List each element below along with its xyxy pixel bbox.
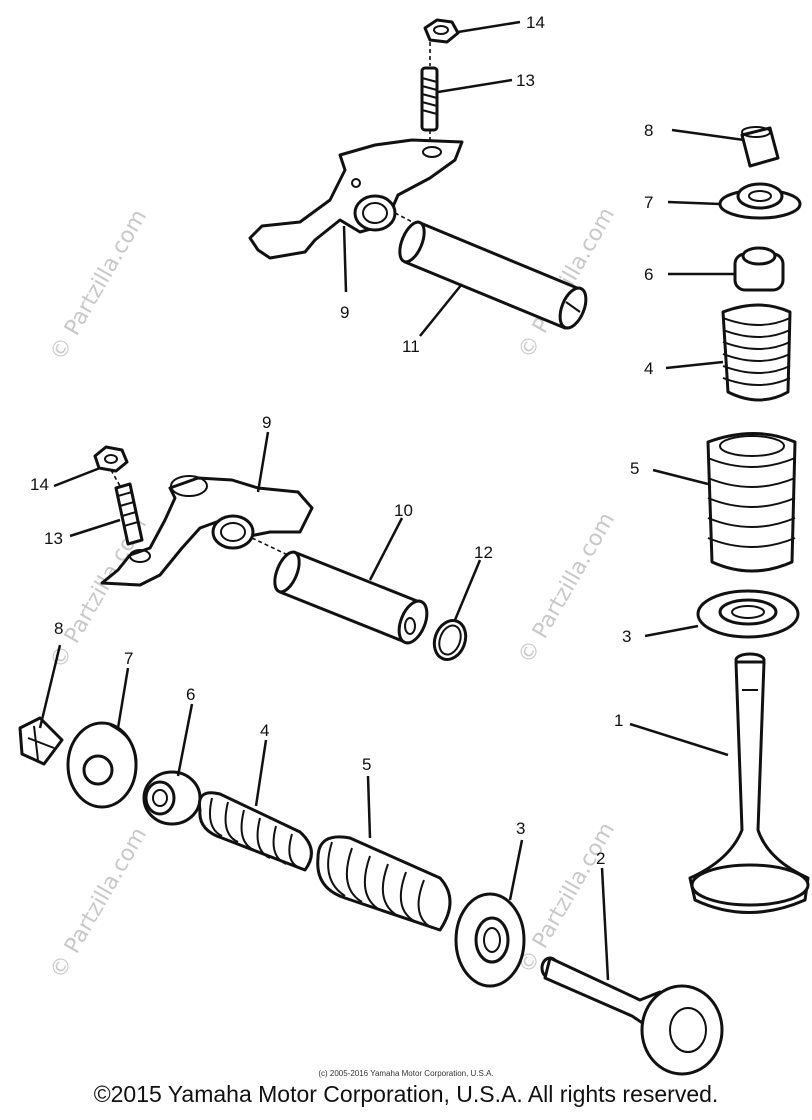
- outer-spring-upper: [706, 432, 797, 573]
- rocker-arm-lower: [100, 475, 314, 587]
- callout-10: 10: [394, 501, 413, 520]
- nut-lower: [93, 445, 129, 473]
- inner-spring-upper: [721, 303, 792, 402]
- callout-13: 13: [516, 71, 535, 90]
- spring-retainer-lower: [66, 721, 138, 809]
- adjust-screw-upper: [420, 42, 439, 148]
- outer-spring-lower: [316, 835, 452, 932]
- callout-6: 6: [644, 265, 653, 284]
- callout-8: 8: [644, 121, 653, 140]
- callout-5: 5: [362, 755, 371, 774]
- callout-14: 14: [526, 13, 545, 32]
- callout-1: 1: [614, 711, 623, 730]
- callout-4: 4: [644, 359, 653, 378]
- stem-seal-lower: [142, 770, 202, 826]
- callout-11: 11: [402, 337, 420, 356]
- copyright-notice: ©2015 Yamaha Motor Corporation, U.S.A. A…: [93, 1081, 719, 1107]
- callout-14: 14: [30, 475, 49, 494]
- callout-3: 3: [622, 627, 631, 646]
- callout-5: 5: [630, 459, 639, 478]
- watermark: © Partzilla.com: [514, 508, 621, 668]
- callout-9: 9: [262, 413, 271, 432]
- callout-12: 12: [474, 543, 493, 562]
- nut-upper: [423, 18, 460, 44]
- valve-cotter-lower: [18, 716, 64, 766]
- spring-seat-upper: [696, 589, 800, 639]
- o-ring: [432, 619, 468, 661]
- callout-3: 3: [516, 819, 525, 838]
- spring-retainer-upper: [718, 182, 802, 220]
- callout-8: 8: [54, 619, 63, 638]
- valve-exhaust: [688, 652, 810, 914]
- valve-intake: [540, 956, 724, 1076]
- copyright-small: (c) 2005-2016 Yamaha Motor Corporation, …: [318, 1069, 494, 1078]
- adjust-screw-lower: [110, 469, 144, 546]
- callout-2: 2: [596, 849, 605, 868]
- inner-spring-lower: [197, 791, 313, 872]
- callout-4: 4: [260, 721, 269, 740]
- rocker-shaft-lower: [273, 550, 429, 645]
- callout-13: 13: [44, 529, 63, 548]
- callout-7: 7: [124, 649, 133, 668]
- callout-9: 9: [340, 303, 349, 322]
- stem-seal-upper: [733, 246, 785, 292]
- callout-7: 7: [644, 193, 653, 212]
- spring-seat-lower: [454, 892, 526, 988]
- rocker-arm-upper: [248, 138, 464, 260]
- rocker-shaft-upper: [398, 220, 588, 330]
- callout-6: 6: [186, 685, 195, 704]
- valve-cotter-upper: [740, 126, 780, 168]
- watermark: © Partzilla.com: [46, 205, 153, 365]
- watermark: © Partzilla.com: [46, 823, 153, 983]
